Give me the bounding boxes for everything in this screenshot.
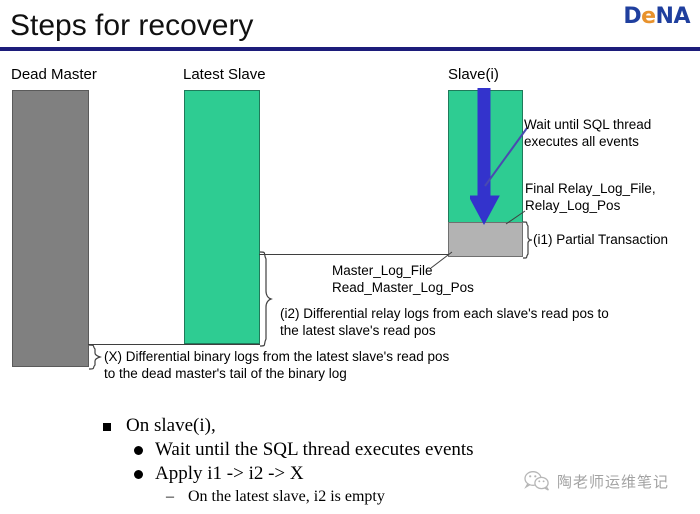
annotation-i2-differential-relay-logs: (i2) Differential relay logs from each s…: [280, 305, 609, 339]
brace-i2: [259, 251, 273, 347]
column-label-latest-slave: Latest Slave: [183, 66, 266, 83]
watermark: 陶老师运维笔记: [524, 470, 669, 492]
column-label-slave-i: Slave(i): [448, 66, 499, 83]
bullet-list: On slave(i), Wait until the SQL thread e…: [100, 414, 474, 507]
bullet-on-slave-i: On slave(i),: [100, 414, 474, 438]
logo-letters-na: NA: [655, 4, 691, 29]
annotation-i2-line1: (i2) Differential relay logs from each s…: [280, 306, 609, 321]
annotation-x-line2: to the dead master's tail of the binary …: [104, 366, 347, 381]
brace-i1: [522, 221, 533, 259]
wechat-icon: [524, 471, 549, 491]
partial-transaction-block: [448, 222, 523, 257]
column-label-dead-master: Dead Master: [11, 66, 97, 83]
annotation-x-differential-binary-logs: (X) Differential binary logs from the la…: [104, 348, 449, 382]
bullet-wait-sql-thread: Wait until the SQL thread executes event…: [130, 438, 474, 462]
final-relay-leader-line: [505, 210, 526, 225]
annotation-wait-line1: Wait until SQL thread: [524, 117, 652, 132]
binary-log-block-dead-master: [12, 90, 89, 367]
dena-logo: DeNA: [623, 4, 690, 29]
annotation-wait-sql-thread: Wait until SQL thread executes all events: [524, 116, 651, 150]
annotation-master-log-line2: Read_Master_Log_Pos: [332, 280, 474, 295]
master-log-leader-line: [430, 251, 453, 269]
annotation-x-line1: (X) Differential binary logs from the la…: [104, 349, 450, 364]
annotation-master-log-line1: Master_Log_File: [332, 263, 433, 278]
watermark-text: 陶老师运维笔记: [557, 472, 670, 491]
wait-sql-leader-line: [484, 127, 528, 187]
relay-log-block-latest-slave: [184, 90, 260, 344]
bullet-latest-slave-note: On the latest slave, i2 is empty: [166, 486, 474, 507]
annotation-wait-line2: executes all events: [524, 134, 639, 149]
annotation-i2-line2: the latest slave's read pos: [280, 323, 436, 338]
annotation-final-relay-line1: Final Relay_Log_File,: [525, 181, 656, 196]
logo-letter-d: D: [623, 4, 642, 29]
title-divider: [0, 47, 700, 51]
annotation-final-relay-log: Final Relay_Log_File, Relay_Log_Pos: [525, 180, 656, 214]
annotation-i1-partial-transaction: (i1) Partial Transaction: [533, 232, 669, 247]
brace-x: [88, 344, 102, 370]
logo-letter-e: e: [641, 4, 656, 29]
annotation-final-relay-line2: Relay_Log_Pos: [525, 198, 621, 213]
connector-latest-to-slave: [259, 254, 449, 255]
connector-master-to-latest: [88, 344, 260, 345]
sql-thread-progress-arrow: [470, 88, 500, 226]
bullet-apply-order: Apply i1 -> i2 -> X: [130, 462, 474, 486]
page-title: Steps for recovery: [10, 9, 254, 42]
